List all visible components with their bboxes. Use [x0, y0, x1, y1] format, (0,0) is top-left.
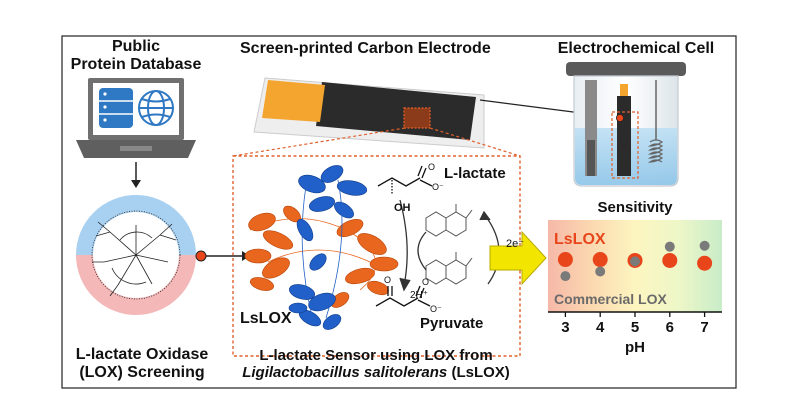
- legend-commercial-lox: Commercial LOX: [554, 291, 667, 307]
- x-tick-label-3: 6: [666, 319, 674, 336]
- oxidized-mediator-molecule: [425, 252, 473, 285]
- lslox-point-0: [557, 252, 573, 268]
- database-title: Public Protein Database: [64, 38, 208, 73]
- l-lactate-molecule: [377, 165, 433, 194]
- electrochemical-cell: [566, 62, 686, 187]
- pyruvate-carboxylate-oxygen: O⁻: [430, 304, 442, 314]
- outer-frame: [61, 35, 737, 389]
- legend-lslox: LsLOX: [554, 231, 606, 248]
- sensor-caption-line2: Ligilactobacillus salitolerans (LsLOX): [226, 363, 526, 382]
- species-abbrev: (LsLOX): [447, 363, 510, 381]
- substrate-label: L-lactate: [444, 165, 506, 182]
- x-tick-label-4: 7: [700, 319, 708, 336]
- laptop-icon: [76, 78, 196, 158]
- commercial-lox-point-2: [630, 256, 640, 267]
- screening-title-line1: L-lactate Oxidase: [75, 346, 209, 363]
- electron-transfer-arrow: [489, 230, 547, 286]
- x-tick-label-0: 3: [561, 319, 569, 336]
- sensitivity-chart: 3 4 5 6 7 Sensitivity pH LsLOX Commercial LO…: [548, 199, 722, 356]
- commercial-lox-point-3: [664, 241, 675, 252]
- lslox-point-4: [697, 255, 713, 271]
- lslox-point-1: [592, 252, 608, 268]
- lslox-protein-structure: [244, 165, 399, 330]
- commercial-lox-point-4: [699, 240, 710, 251]
- chart-title: Sensitivity: [597, 199, 673, 216]
- electron-label: 2e⁻: [506, 238, 525, 250]
- hydroxyl-label: OH: [394, 202, 411, 214]
- carbonyl-oxygen: O: [428, 162, 435, 172]
- commercial-lox-point-1: [595, 266, 606, 277]
- enzyme-label: LsLOX: [240, 310, 292, 327]
- right-arrow-icon: [206, 251, 250, 261]
- screen-printed-electrode: [253, 77, 485, 149]
- down-arrow-icon: [131, 162, 141, 188]
- sensor-caption: L-lactate Sensor using LOX from Ligilact…: [226, 347, 526, 382]
- zoom-guide-lines: [232, 127, 521, 157]
- reaction-arrows: [399, 199, 500, 292]
- sensor-caption-line1: L-lactate Sensor using LOX from: [259, 347, 493, 364]
- pyruvate-carbonyl-oxygen: O: [422, 277, 429, 287]
- lslox-point-3: [662, 252, 678, 268]
- cell-title: Electrochemical Cell: [557, 40, 715, 57]
- species-name: Ligilactobacillus salitolerans: [242, 363, 448, 381]
- screening-title: L-lactate Oxidase (LOX) Screening: [64, 346, 220, 381]
- database-title-line1: Public: [111, 38, 160, 55]
- globe-icon: [138, 90, 174, 126]
- carboxylate-oxygen: O⁻: [432, 182, 444, 192]
- electrode-title: Screen-printed Carbon Electrode: [240, 40, 491, 57]
- keto-oxygen: O: [384, 275, 391, 285]
- x-tick-label-1: 4: [596, 319, 605, 336]
- chart-x-axis-label: pH: [625, 339, 645, 356]
- pyruvate-molecule: [375, 285, 431, 307]
- phylogenetic-tree: [76, 195, 207, 315]
- commercial-lox-point-0: [560, 271, 571, 282]
- reduced-mediator-molecule: [425, 204, 473, 237]
- screening-title-line2: (LOX) Screening: [79, 363, 205, 381]
- database-title-line2: Protein Database: [70, 55, 202, 73]
- product-label: Pyruvate: [420, 315, 484, 332]
- database-icon: [99, 88, 133, 128]
- x-tick-label-2: 5: [631, 319, 639, 336]
- proton-label: 2H⁺: [410, 290, 429, 301]
